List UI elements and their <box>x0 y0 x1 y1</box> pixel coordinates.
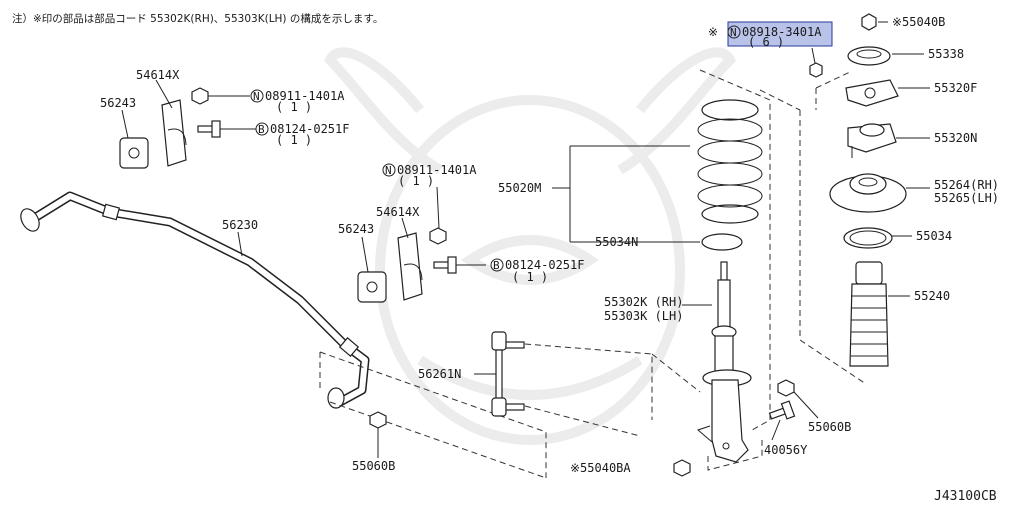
spring-seat-55034n <box>701 233 743 251</box>
watermark-emblem <box>323 47 737 445</box>
label-40056y: 40056Y <box>764 443 808 457</box>
qty-08918: ( 6 ) <box>748 35 784 49</box>
label-08911-upper: 08911-1401A <box>265 89 345 103</box>
seat-55034 <box>843 227 893 249</box>
label-08124-upper: 08124-0251F <box>270 122 349 136</box>
mount-55264 <box>829 173 907 213</box>
label-55338: 55338 <box>928 47 964 61</box>
nut-55040b <box>861 13 877 31</box>
diagram-id: J43100CB <box>934 489 997 504</box>
label-56230: 56230 <box>222 218 258 232</box>
nut-55060b-left <box>369 411 387 429</box>
b-mark-lower-text: B <box>493 259 500 272</box>
diagram-note: 注）※印の部品は部品コード 55302K(RH)、55303K(LH) の構成を… <box>12 12 383 25</box>
nut-08911-upper <box>191 87 209 105</box>
nut-55060b-right <box>777 379 795 397</box>
qty-08124-upper: ( 1 ) <box>276 133 312 147</box>
bushing-56243-lower <box>357 271 387 303</box>
label-55320n: 55320N <box>934 131 977 145</box>
qty-08124-lower: ( 1 ) <box>512 270 548 284</box>
bolt-08124-lower <box>433 256 457 274</box>
n-mark-08918-text: N <box>730 26 737 39</box>
n-mark-08918 <box>727 25 741 39</box>
boot-55240 <box>849 261 889 367</box>
label-08911-lower: 08911-1401A <box>397 163 477 177</box>
label-55302k: 55302K (RH) <box>604 295 683 309</box>
coil-spring-55020m <box>697 99 763 224</box>
insulator-55320n <box>847 123 897 158</box>
n-mark-upper-text: N <box>253 90 260 103</box>
label-55020m: 55020M <box>498 181 541 195</box>
label-55303k: 55303K (LH) <box>604 309 683 323</box>
qty-08911-upper: ( 1 ) <box>276 100 312 114</box>
qty-08911-lower: ( 1 ) <box>398 174 434 188</box>
label-55264: 55264(RH) <box>934 178 999 192</box>
n-mark-lower-text: N <box>385 164 392 177</box>
label-55240: 55240 <box>914 289 950 303</box>
clamp-54614x-upper <box>161 99 187 167</box>
label-08918: 08918-3401A <box>742 25 822 39</box>
stabilizer-link-56261n <box>491 331 525 417</box>
highlight-08918 <box>727 21 833 47</box>
b-mark-upper-text: B <box>258 123 265 136</box>
clamp-54614x-lower <box>397 232 423 301</box>
label-08124-lower: 08124-0251F <box>505 258 584 272</box>
label-56261n: 56261N <box>418 367 461 381</box>
nut-08918 <box>809 62 823 78</box>
label-54614x-lower: 54614X <box>376 205 420 219</box>
bushing-56243-upper <box>119 137 149 169</box>
strut-assembly-55302k <box>697 261 752 463</box>
label-55040b: ※55040B <box>892 15 945 29</box>
stabilizer-bar-56230 <box>20 191 370 409</box>
bolt-40056y <box>768 400 796 420</box>
label-56243-lower: 56243 <box>338 222 374 236</box>
b-mark-upper <box>255 122 269 136</box>
b-mark-lower <box>490 258 504 272</box>
nut-08911-lower <box>429 227 447 245</box>
label-55320f: 55320F <box>934 81 977 95</box>
label-55265: 55265(LH) <box>934 191 999 205</box>
label-56243-upper: 56243 <box>100 96 136 110</box>
label-08918-mark: ※ <box>708 25 718 39</box>
label-54614x-upper: 54614X <box>136 68 180 82</box>
nut-55040ba <box>673 459 691 477</box>
label-55034: 55034 <box>916 229 952 243</box>
n-mark-upper <box>250 89 264 103</box>
n-mark-lower <box>382 163 396 177</box>
plate-55320f <box>845 79 899 107</box>
label-55060b-right: 55060B <box>808 420 851 434</box>
label-55034n: 55034N <box>595 235 638 249</box>
bolt-08124-upper <box>197 120 221 138</box>
bearing-55338 <box>847 46 891 66</box>
label-55060b-left: 55060B <box>352 459 395 473</box>
label-55040ba: ※55040BA <box>570 461 631 475</box>
